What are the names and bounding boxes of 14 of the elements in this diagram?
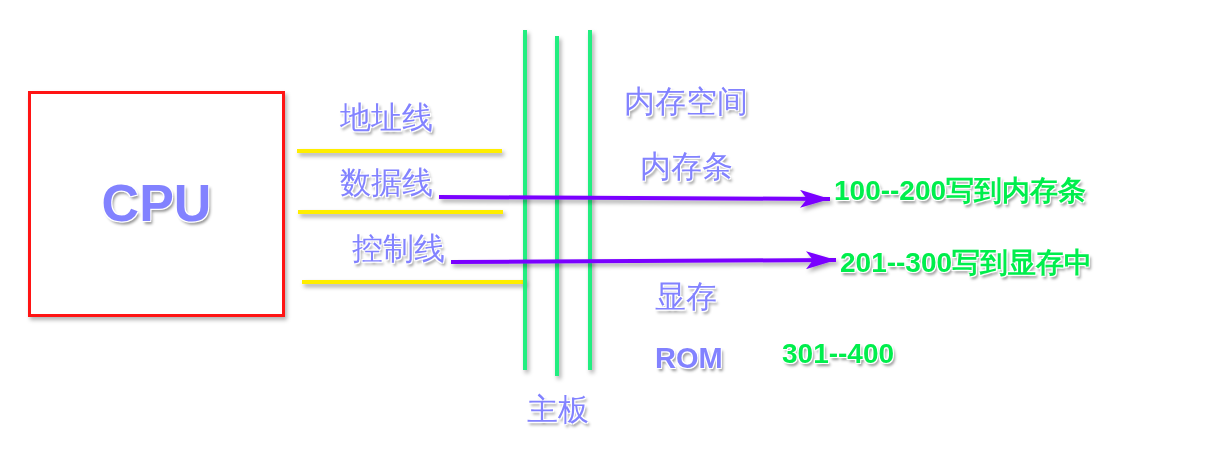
processor-box: CPU (28, 91, 285, 317)
arrow (451, 251, 836, 270)
memory-label: ROM (655, 342, 723, 375)
bus-label: 数据线 (340, 165, 433, 200)
arrow (439, 189, 830, 208)
range-label: 301--400 (782, 338, 895, 370)
bus-label: 控制线 (352, 231, 445, 266)
memory-label: 显存 (655, 279, 717, 314)
range-label: 100--200写到内存条 (834, 175, 1087, 207)
range-label: 201--300写到显存中 (840, 247, 1093, 279)
bus-label: 地址线 (340, 100, 433, 135)
memory-label: 内存空间 (624, 84, 748, 119)
board-label: 主板 (527, 392, 589, 427)
memory-label: 内存条 (640, 149, 733, 184)
